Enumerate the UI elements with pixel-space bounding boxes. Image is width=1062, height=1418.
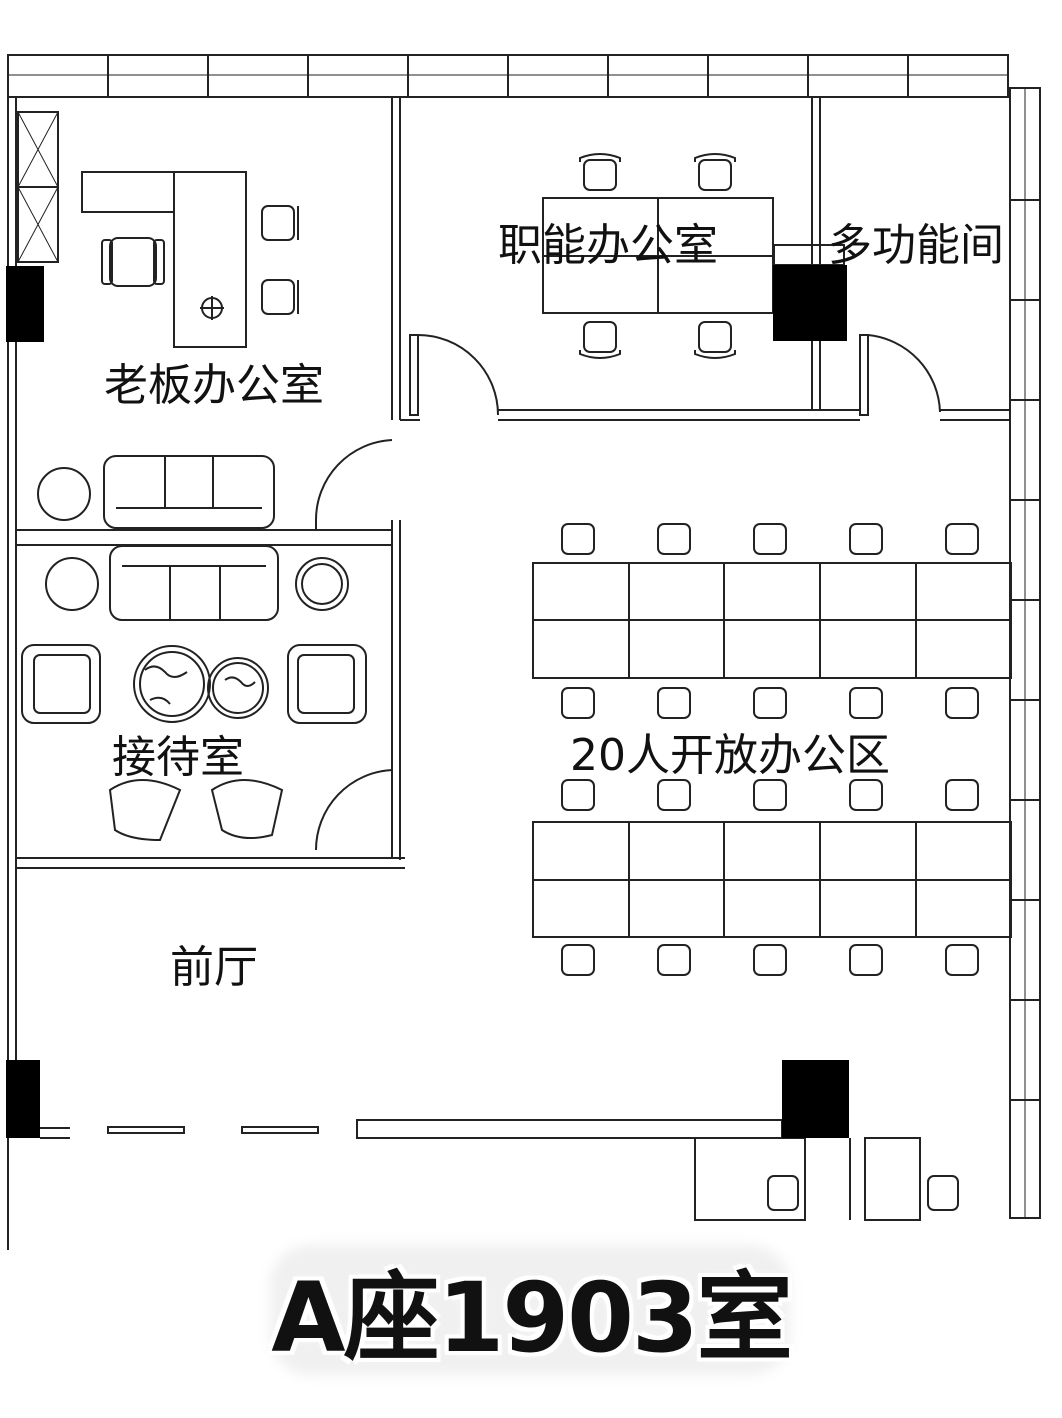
armchair-right bbox=[287, 644, 367, 724]
boss-door-swing bbox=[314, 439, 393, 521]
room-label-boss-office: 老板办公室 bbox=[104, 360, 324, 411]
reception-sofa bbox=[109, 545, 279, 621]
boss-desk-return bbox=[81, 171, 175, 213]
desk-block-1 bbox=[532, 562, 1012, 679]
multi-door-swing bbox=[867, 334, 941, 413]
boss-sofa bbox=[103, 455, 275, 529]
room-label-open-office: 20人开放办公区 bbox=[570, 730, 890, 781]
lounge-chair-1 bbox=[108, 779, 182, 842]
boss-chair bbox=[109, 237, 157, 287]
boss-desk bbox=[173, 171, 247, 348]
room-label-function-office: 职能办公室 bbox=[498, 220, 718, 271]
title-backdrop bbox=[270, 1245, 790, 1375]
coffee-table-2 bbox=[207, 657, 269, 719]
room-label-lobby: 前厅 bbox=[170, 942, 258, 993]
round-table bbox=[37, 467, 91, 521]
lounge-chair-2 bbox=[210, 779, 284, 840]
reception-door-swing bbox=[314, 769, 393, 851]
function-chairs bbox=[579, 153, 736, 359]
desk-block-2 bbox=[532, 821, 1012, 938]
structural-columns bbox=[6, 265, 849, 1138]
plan-title: A座1903室 bbox=[271, 1262, 792, 1374]
function-door-swing bbox=[417, 334, 499, 416]
sliding-door-right bbox=[241, 1126, 319, 1134]
armchair-left bbox=[21, 644, 101, 724]
room-label-reception: 接待室 bbox=[112, 732, 244, 783]
room-label-multi-room: 多功能间 bbox=[828, 220, 1004, 271]
sliding-door-left bbox=[107, 1126, 185, 1134]
open-office-chairs bbox=[561, 523, 979, 1211]
coffee-table-1 bbox=[133, 645, 211, 723]
